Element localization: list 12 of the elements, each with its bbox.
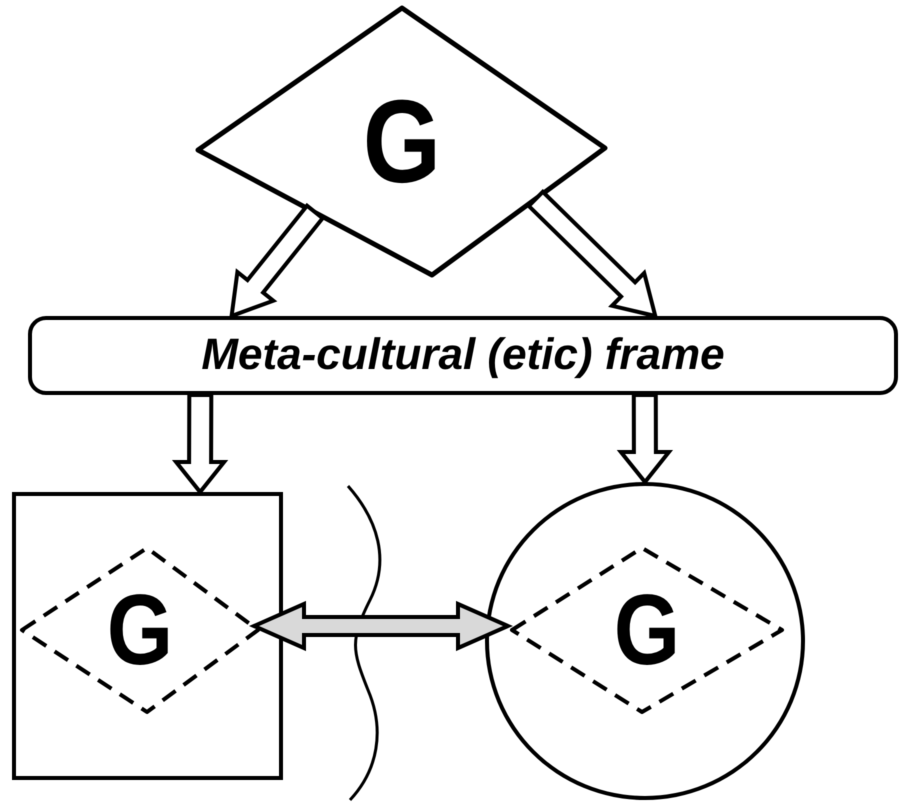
node-letter: G bbox=[614, 580, 680, 680]
frame-label: Meta-cultural (etic) frame bbox=[201, 331, 725, 380]
block-arrow bbox=[249, 600, 513, 652]
node-letter: G bbox=[362, 82, 440, 200]
block-arrow bbox=[526, 188, 658, 319]
square-box bbox=[12, 492, 283, 780]
dashed-diamond-node bbox=[22, 548, 258, 712]
node-letter: G bbox=[106, 580, 174, 680]
dashed-diamond-node bbox=[512, 548, 782, 712]
diamond-node bbox=[198, 8, 605, 275]
rounded-frame-box bbox=[28, 316, 898, 395]
block-arrow bbox=[616, 393, 674, 486]
